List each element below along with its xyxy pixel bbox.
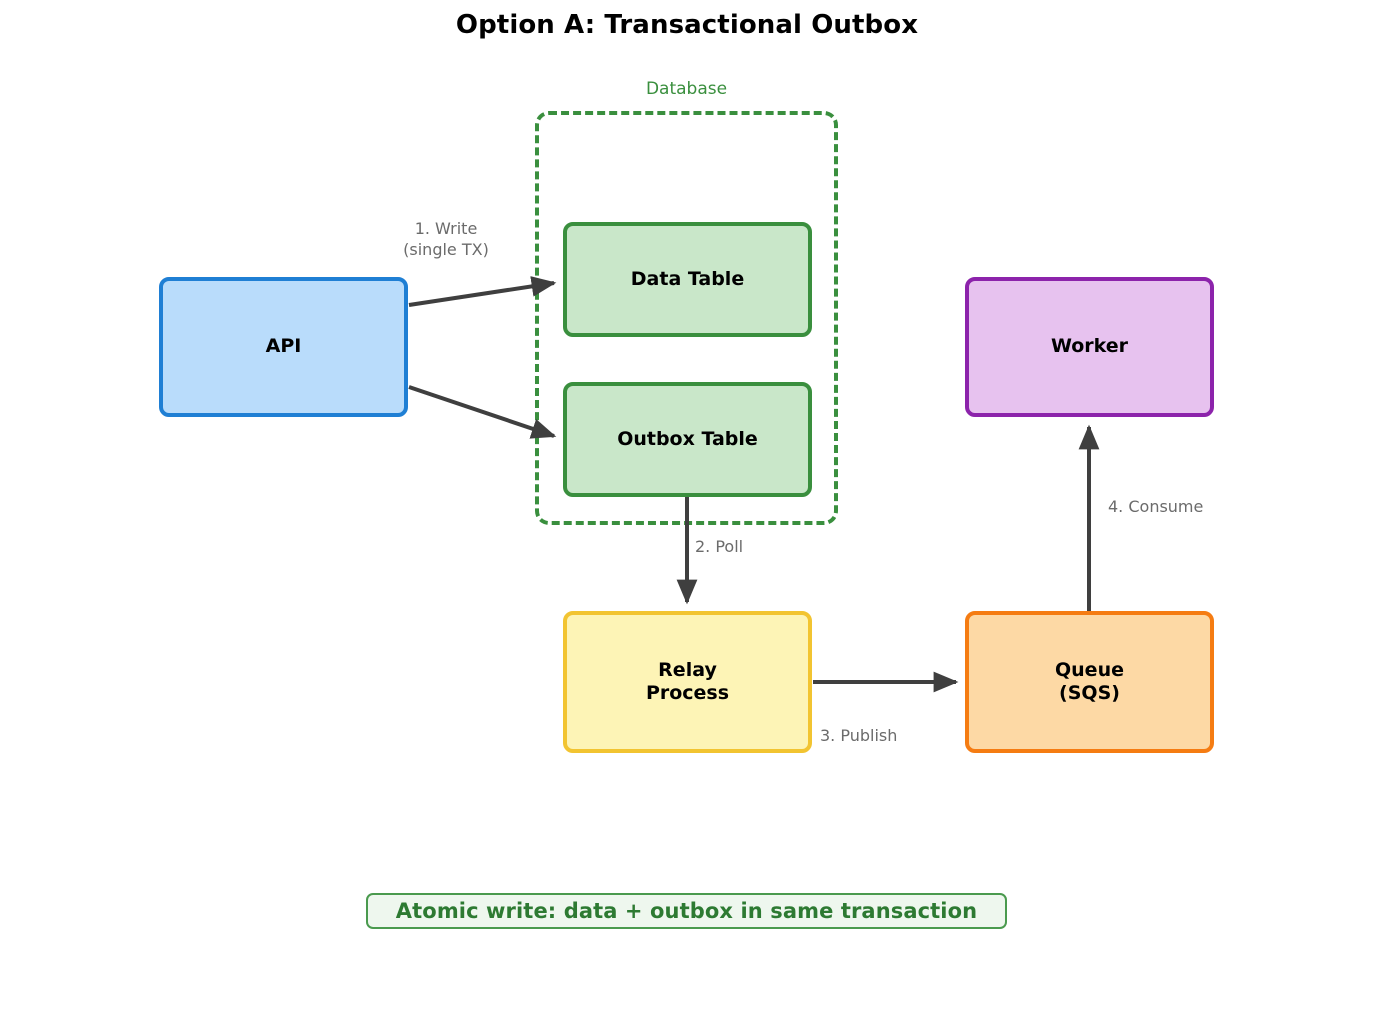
edge-write-data-table <box>408 276 557 307</box>
caption-text: Atomic write: data + outbox in same tran… <box>395 899 978 923</box>
node-api-label: API <box>265 335 302 358</box>
edge-label-poll: 2. Poll <box>695 537 744 556</box>
node-queue-label: Queue (SQS) <box>1055 658 1124 704</box>
node-relay-process[interactable]: Relay Process <box>563 611 812 753</box>
page-title: Option A: Transactional Outbox <box>455 10 919 40</box>
edge-label-consume: 4. Consume <box>1108 497 1204 516</box>
edge-label-publish: 3. Publish <box>820 726 898 745</box>
node-api[interactable]: API <box>159 277 408 417</box>
edge-label-write: 1. Write (single TX) <box>403 219 489 259</box>
node-data-table[interactable]: Data Table <box>563 222 812 337</box>
node-outbox-table-label: Outbox Table <box>617 427 758 450</box>
edge-write-outbox-table <box>408 385 557 439</box>
node-relay-process-label: Relay Process <box>645 658 730 704</box>
caption-banner: Atomic write: data + outbox in same tran… <box>366 893 1007 929</box>
node-outbox-table[interactable]: Outbox Table <box>563 382 812 497</box>
node-worker[interactable]: Worker <box>965 277 1214 417</box>
node-queue[interactable]: Queue (SQS) <box>965 611 1214 753</box>
node-worker-label: Worker <box>1050 335 1129 358</box>
database-group-label: Database <box>645 79 728 99</box>
node-data-table-label: Data Table <box>630 267 745 290</box>
